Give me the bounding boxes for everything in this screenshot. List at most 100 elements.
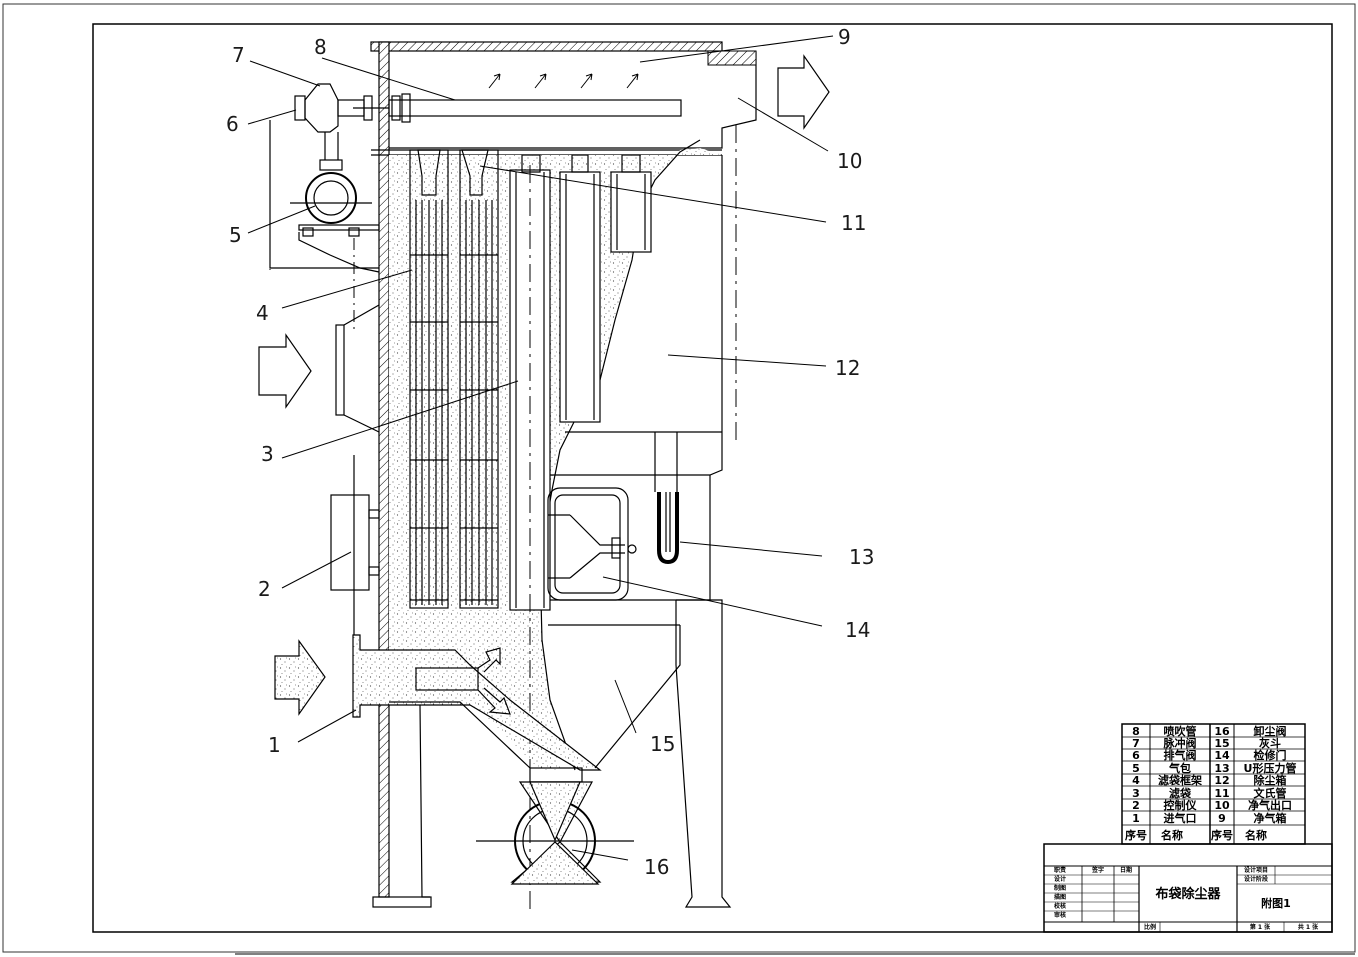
filter-bag-frame-2 bbox=[459, 149, 499, 609]
row-9-name: 净气箱 bbox=[1254, 811, 1287, 825]
pulse-valve-assembly bbox=[269, 83, 411, 273]
row-8-no: 8 bbox=[1132, 725, 1140, 738]
hopper-left bbox=[389, 701, 531, 769]
controller-box bbox=[330, 494, 370, 591]
callout-7: 7 bbox=[232, 43, 245, 67]
row-10-name: 净气出口 bbox=[1248, 798, 1292, 812]
row-15-no: 15 bbox=[1214, 737, 1229, 750]
callout-16: 16 bbox=[644, 855, 669, 879]
sheet-number: 第 1 张 bbox=[1249, 923, 1271, 931]
row-6-name: 排气阀 bbox=[1164, 748, 1197, 762]
callout-11: 11 bbox=[841, 211, 866, 235]
row-14-name: 检修门 bbox=[1254, 748, 1287, 762]
row-label-design: 设计 bbox=[1054, 875, 1066, 883]
row-7-no: 7 bbox=[1132, 737, 1140, 750]
row-2-name: 控制仪 bbox=[1164, 798, 1198, 812]
row-label-review: 审核 bbox=[1054, 911, 1066, 919]
row-4-name: 滤袋框架 bbox=[1158, 773, 1202, 787]
row-label-trace: 描图 bbox=[1054, 893, 1066, 901]
u-tube-manometer bbox=[654, 432, 679, 565]
row-11-no: 11 bbox=[1214, 787, 1229, 800]
header-seq-2: 序号 bbox=[1211, 828, 1233, 842]
row-16-name: 卸尘阀 bbox=[1254, 724, 1287, 738]
row-14-no: 14 bbox=[1214, 749, 1230, 762]
top-cover bbox=[370, 41, 723, 52]
row-16-no: 16 bbox=[1214, 725, 1230, 738]
callout-5: 5 bbox=[229, 223, 242, 247]
hopper-throat bbox=[529, 767, 583, 783]
left-foot bbox=[372, 896, 432, 908]
inspection-door bbox=[547, 487, 637, 601]
sheet-name: 附图1 bbox=[1261, 896, 1291, 910]
row-5-name: 气包 bbox=[1168, 761, 1191, 775]
row-13-name: U形压力管 bbox=[1244, 761, 1297, 775]
row-15-name: 灰斗 bbox=[1259, 736, 1281, 750]
row-13-no: 13 bbox=[1214, 762, 1229, 775]
clean-outlet-arrow bbox=[777, 54, 830, 130]
inlet-assembly bbox=[330, 304, 602, 771]
header-seq-1: 序号 bbox=[1125, 828, 1147, 842]
sheet-total: 共 1 张 bbox=[1298, 923, 1319, 931]
right-casing bbox=[548, 155, 723, 476]
callout-4: 4 bbox=[256, 301, 269, 325]
drawing-frame bbox=[92, 23, 1333, 933]
row-12-no: 12 bbox=[1214, 774, 1229, 787]
discharge-valve bbox=[476, 781, 634, 885]
callout-6: 6 bbox=[226, 112, 239, 136]
row-3-name: 滤袋 bbox=[1169, 786, 1192, 800]
callout-2: 2 bbox=[258, 577, 271, 601]
leader-lines bbox=[247, 35, 834, 861]
row-10-no: 10 bbox=[1214, 799, 1230, 812]
col-label-sign: 签字 bbox=[1091, 866, 1104, 874]
filter-bag-frame-1 bbox=[409, 149, 449, 609]
row-2-no: 2 bbox=[1132, 799, 1140, 812]
blow-pipe bbox=[388, 99, 682, 117]
callout-3: 3 bbox=[261, 442, 274, 466]
row-8-name: 喷吹管 bbox=[1164, 724, 1197, 738]
callout-12: 12 bbox=[835, 356, 860, 380]
row-label-check: 校核 bbox=[1054, 902, 1066, 910]
row-5-no: 5 bbox=[1132, 762, 1140, 775]
row-1-no: 1 bbox=[1132, 812, 1140, 825]
row-4-no: 4 bbox=[1132, 774, 1140, 787]
drawing-title: 布袋除尘器 bbox=[1155, 886, 1221, 902]
row-11-name: 文氏管 bbox=[1254, 786, 1287, 800]
row-6-no: 6 bbox=[1132, 749, 1140, 762]
row-7-name: 脉冲阀 bbox=[1163, 736, 1197, 750]
callout-14: 14 bbox=[845, 618, 870, 642]
filter-bag-5 bbox=[610, 154, 652, 253]
row-1-name: 进气口 bbox=[1164, 811, 1197, 825]
callout-15: 15 bbox=[650, 732, 675, 756]
clean-air-flow-arrows bbox=[488, 73, 639, 89]
scale-label: 比例 bbox=[1144, 923, 1156, 931]
stage-label: 设计阶段 bbox=[1244, 875, 1268, 883]
left-leg bbox=[419, 704, 430, 898]
dust-collector-body bbox=[269, 41, 757, 910]
lower-casing bbox=[548, 475, 711, 601]
header-name-1: 名称 bbox=[1161, 828, 1183, 842]
row-12-name: 除尘箱 bbox=[1254, 773, 1287, 787]
callout-13: 13 bbox=[849, 545, 874, 569]
parts-table: 8 喷吹管 16 卸尘阀 7 脉冲阀 15 灰斗 6 排气阀 14 检修门 5 … bbox=[1121, 723, 1306, 845]
left-wall bbox=[378, 41, 390, 898]
callout-8: 8 bbox=[314, 35, 327, 59]
outer-sheet-border bbox=[2, 3, 1356, 953]
callout-10: 10 bbox=[837, 149, 862, 173]
dusty-inlet-arrow bbox=[274, 639, 326, 716]
project-label: 设计项目 bbox=[1244, 866, 1268, 874]
outlet-duct bbox=[707, 50, 757, 66]
filter-bag-3 bbox=[509, 154, 551, 910]
right-leg-outer bbox=[675, 599, 732, 908]
header-name-2: 名称 bbox=[1245, 828, 1267, 842]
callout-1: 1 bbox=[268, 733, 281, 757]
hopper-right bbox=[594, 625, 681, 769]
inlet-duct bbox=[352, 634, 602, 771]
callout-9: 9 bbox=[838, 25, 851, 49]
row-3-no: 3 bbox=[1132, 787, 1140, 800]
filter-bag-4 bbox=[559, 154, 601, 423]
col-label-role: 职责 bbox=[1054, 866, 1066, 874]
inlet-air-arrow bbox=[258, 333, 312, 409]
row-9-no: 9 bbox=[1218, 812, 1226, 825]
col-label-date: 日期 bbox=[1120, 866, 1132, 874]
